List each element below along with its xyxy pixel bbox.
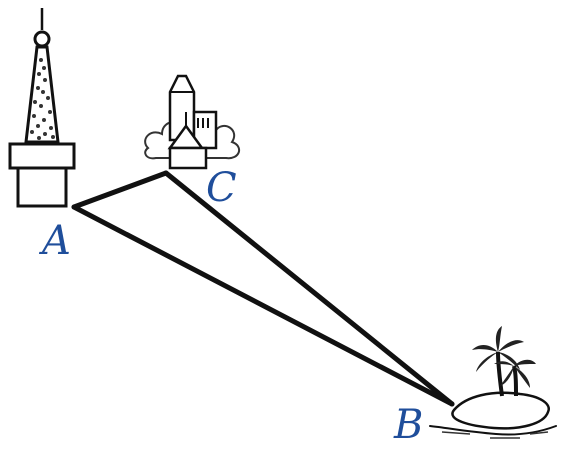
segment-cb bbox=[163, 170, 455, 407]
segment-ac bbox=[71, 170, 169, 210]
island-icon bbox=[429, 326, 557, 439]
segment-ab bbox=[71, 204, 455, 407]
label-a: A bbox=[38, 218, 71, 264]
label-c: C bbox=[206, 165, 237, 211]
building-icon bbox=[144, 74, 241, 170]
tower-icon bbox=[8, 8, 76, 208]
label-b: B bbox=[393, 402, 423, 448]
